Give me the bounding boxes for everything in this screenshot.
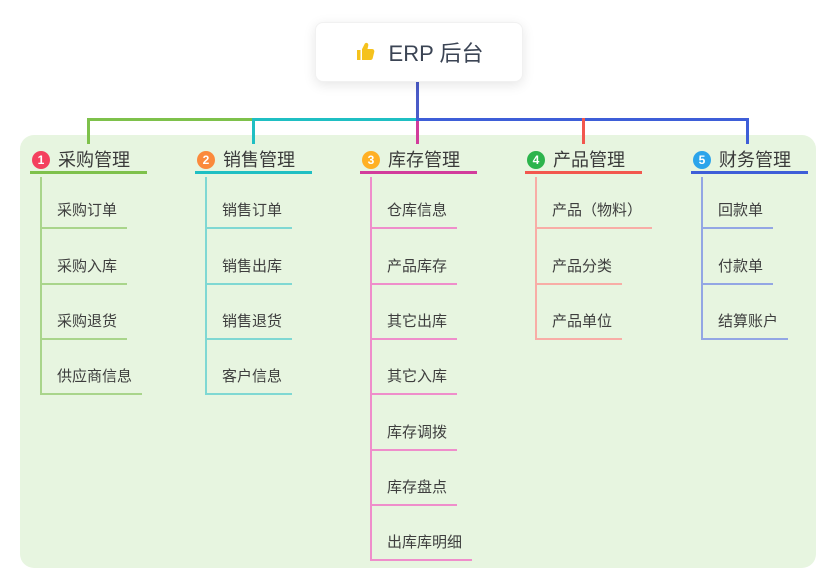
- branch-title-label: 库存管理: [388, 149, 460, 170]
- branch-number-badge: 3: [362, 150, 380, 169]
- node-label: 产品库存: [387, 257, 448, 275]
- drop-connector-finance: [746, 118, 749, 144]
- node-label: 产品（物料）: [552, 202, 643, 220]
- branch-title-label: 采购管理: [58, 149, 130, 170]
- node-label: 仓库信息: [387, 202, 448, 220]
- node-product-material[interactable]: 产品（物料）: [535, 174, 653, 230]
- node-sales-order[interactable]: 销售订单: [205, 174, 293, 230]
- drop-connector-product: [582, 118, 585, 144]
- node-label: 销售退货: [222, 312, 283, 330]
- branch-title-sales[interactable]: 2 销售管理: [195, 148, 312, 174]
- trunk-connector: [416, 82, 419, 119]
- branch-title-label: 财务管理: [719, 149, 791, 170]
- root-node-label: ERP 后台: [388, 41, 484, 66]
- node-stock-taking[interactable]: 库存盘点: [370, 451, 458, 506]
- branch-title-product[interactable]: 4 产品管理: [525, 148, 642, 174]
- node-receipt-bill[interactable]: 回款单: [701, 174, 774, 230]
- branch-purchase: 1 采购管理 采购订单 采购入库 采购退货 供应商信息: [30, 148, 190, 396]
- thumbs-up-icon: [356, 42, 374, 60]
- branch-rail-connector: [205, 177, 207, 393]
- node-label: 采购订单: [57, 202, 118, 220]
- branch-rail-connector: [535, 177, 537, 338]
- node-label: 库存调拨: [387, 423, 448, 441]
- branch-inventory: 3 库存管理 仓库信息 产品库存 其它出库 其它入库 库存调拨 库存盘点 出库库…: [360, 148, 520, 562]
- node-label: 出库库明细: [387, 534, 463, 552]
- node-label: 采购入库: [57, 257, 118, 275]
- branch-title-finance[interactable]: 5 财务管理: [691, 148, 808, 174]
- node-other-inbound[interactable]: 其它入库: [370, 340, 458, 396]
- node-label: 结算账户: [718, 312, 779, 330]
- branch-number-badge: 5: [693, 150, 711, 169]
- node-purchase-inbound[interactable]: 采购入库: [40, 229, 128, 285]
- node-label: 产品分类: [552, 257, 613, 275]
- node-label: 库存盘点: [387, 478, 448, 496]
- node-customer-info[interactable]: 客户信息: [205, 340, 293, 396]
- branch-number-badge: 1: [32, 150, 50, 169]
- branch-title-inventory[interactable]: 3 库存管理: [360, 148, 477, 174]
- node-label: 付款单: [718, 257, 764, 275]
- node-label: 产品单位: [552, 312, 613, 330]
- node-label: 采购退货: [57, 312, 118, 330]
- branch-rail-connector: [40, 177, 42, 393]
- node-purchase-order[interactable]: 采购订单: [40, 174, 128, 230]
- bus-segment-purchase: [87, 118, 255, 121]
- drop-connector-inventory: [416, 121, 419, 144]
- branch-number-badge: 4: [527, 150, 545, 169]
- node-settlement-account[interactable]: 结算账户: [701, 285, 789, 340]
- node-outbound-detail[interactable]: 出库库明细: [370, 506, 473, 562]
- bus-segment-sales: [252, 118, 419, 121]
- node-label: 销售订单: [222, 202, 283, 220]
- branch-finance: 5 财务管理 回款单 付款单 结算账户: [691, 148, 839, 340]
- branch-number-badge: 2: [197, 150, 215, 169]
- node-label: 销售出库: [222, 257, 283, 275]
- branches-background-panel: [20, 135, 816, 568]
- node-label: 其它出库: [387, 312, 448, 330]
- branch-rail-connector: [701, 177, 703, 338]
- branch-rail-connector: [370, 177, 372, 559]
- branch-title-label: 销售管理: [223, 149, 295, 170]
- node-sales-return[interactable]: 销售退货: [205, 285, 293, 340]
- node-stock-transfer[interactable]: 库存调拨: [370, 395, 458, 451]
- node-label: 客户信息: [222, 368, 283, 386]
- node-label: 其它入库: [387, 368, 448, 386]
- node-sales-outbound[interactable]: 销售出库: [205, 229, 293, 285]
- node-product-unit[interactable]: 产品单位: [535, 285, 623, 340]
- branch-title-label: 产品管理: [553, 149, 625, 170]
- node-label: 回款单: [718, 202, 764, 220]
- node-warehouse-info[interactable]: 仓库信息: [370, 174, 458, 230]
- node-purchase-return[interactable]: 采购退货: [40, 285, 128, 340]
- drop-connector-purchase: [87, 118, 90, 144]
- branch-sales: 2 销售管理 销售订单 销售出库 销售退货 客户信息: [195, 148, 355, 396]
- root-node-erp-backend[interactable]: ERP 后台: [315, 22, 523, 82]
- node-label: 供应商信息: [57, 368, 133, 386]
- node-product-stock[interactable]: 产品库存: [370, 229, 458, 285]
- node-supplier-info[interactable]: 供应商信息: [40, 340, 143, 396]
- drop-connector-sales: [252, 118, 255, 144]
- branch-product: 4 产品管理 产品（物料） 产品分类 产品单位: [525, 148, 685, 340]
- node-payment-bill[interactable]: 付款单: [701, 229, 774, 285]
- node-other-outbound[interactable]: 其它出库: [370, 285, 458, 340]
- node-product-category[interactable]: 产品分类: [535, 229, 623, 285]
- branch-title-purchase[interactable]: 1 采购管理: [30, 148, 147, 174]
